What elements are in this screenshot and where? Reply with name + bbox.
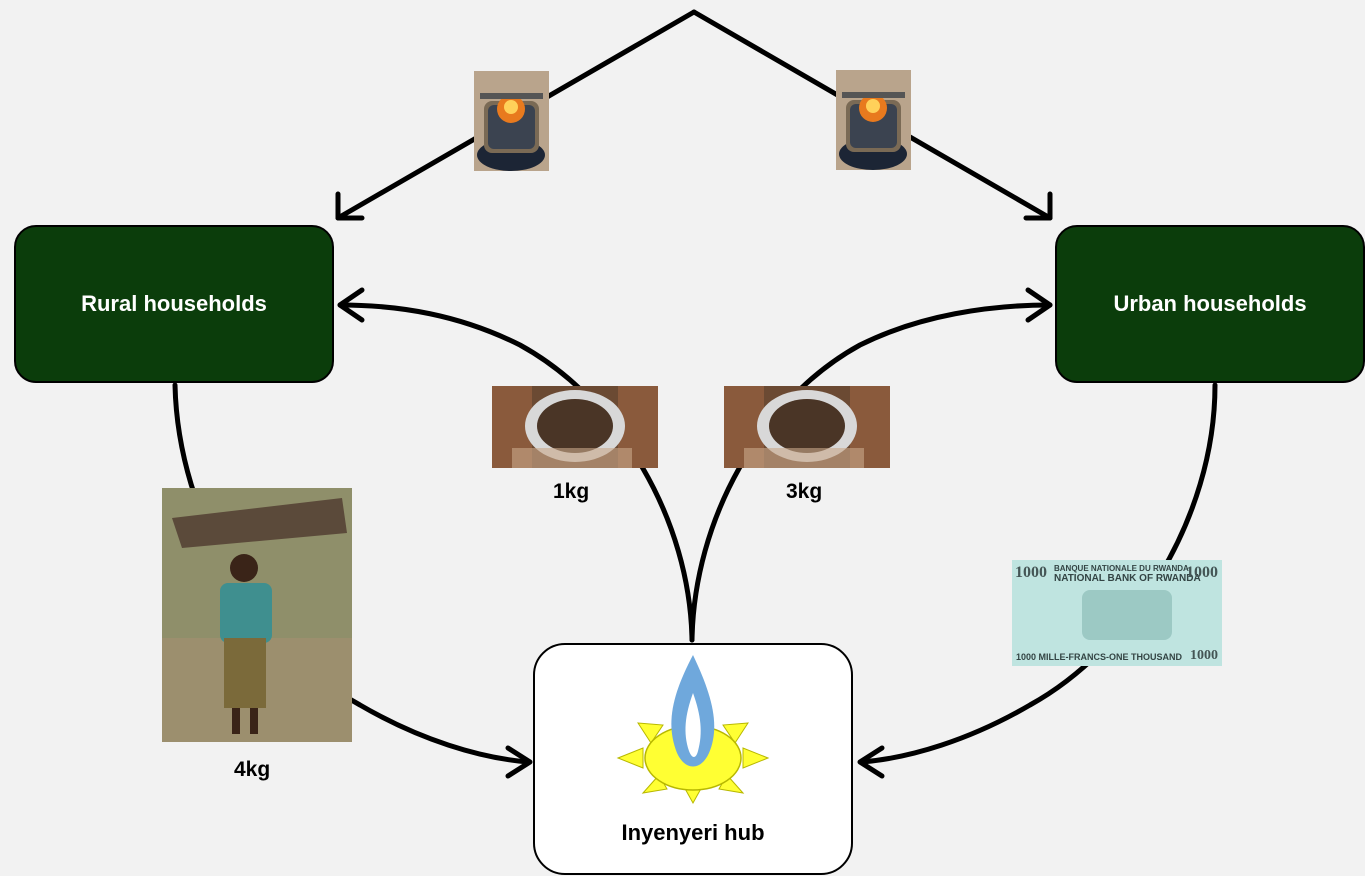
urban-households-node: Urban households <box>1055 225 1365 383</box>
pellets-image-urban <box>724 386 890 468</box>
banknote-illustration <box>1082 590 1172 640</box>
firewood-arrowhead <box>505 745 533 779</box>
firewood-quantity: 4kg <box>234 758 271 781</box>
inyenyeri-logo-icon <box>616 655 770 805</box>
money-arrowhead <box>857 745 885 779</box>
inyenyeri-hub-label: Inyenyeri hub <box>621 820 765 845</box>
urban-money-to-hub-arrow <box>859 382 1218 765</box>
cookstove-image-right <box>836 70 911 170</box>
rural-households-node: Rural households <box>14 225 334 383</box>
rural-pellets-arrowhead <box>337 287 365 323</box>
rural-pellets-quantity: 1kg <box>553 480 590 503</box>
banknote-bank-name: BANQUE NATIONALE DU RWANDA NATIONAL BANK… <box>1054 564 1201 584</box>
banknote-value-top-right: 1000 <box>1186 564 1218 581</box>
banknote-bank-line2: NATIONAL BANK OF RWANDA <box>1054 573 1201 584</box>
hub-to-urban-pellets-arrow <box>689 302 1053 643</box>
banknote-value-bottom-right: 1000 <box>1190 648 1218 663</box>
banknote-bank-line1: BANQUE NATIONALE DU RWANDA <box>1054 564 1189 573</box>
hub-to-rural-pellets-arrow <box>337 302 695 643</box>
banknote-image: 1000 BANQUE NATIONALE DU RWANDA NATIONAL… <box>1012 560 1222 666</box>
stove-to-rural-arrowhead <box>335 191 365 221</box>
cookstove-image-left <box>474 71 549 171</box>
urban-pellets-arrowhead <box>1025 287 1053 323</box>
stove-to-urban-arrowhead <box>1023 191 1053 221</box>
inyenyeri-hub-node: Inyenyeri hub <box>533 643 853 875</box>
banknote-value-top-left: 1000 <box>1015 564 1047 581</box>
urban-pellets-quantity: 3kg <box>786 480 823 503</box>
pellets-image-rural <box>492 386 658 468</box>
urban-households-label: Urban households <box>1113 291 1307 316</box>
banknote-bottom-text: 1000 MILLE-FRANCS-ONE THOUSAND <box>1016 652 1183 662</box>
firewood-carrier-image <box>162 488 352 742</box>
rural-households-label: Rural households <box>81 291 267 316</box>
